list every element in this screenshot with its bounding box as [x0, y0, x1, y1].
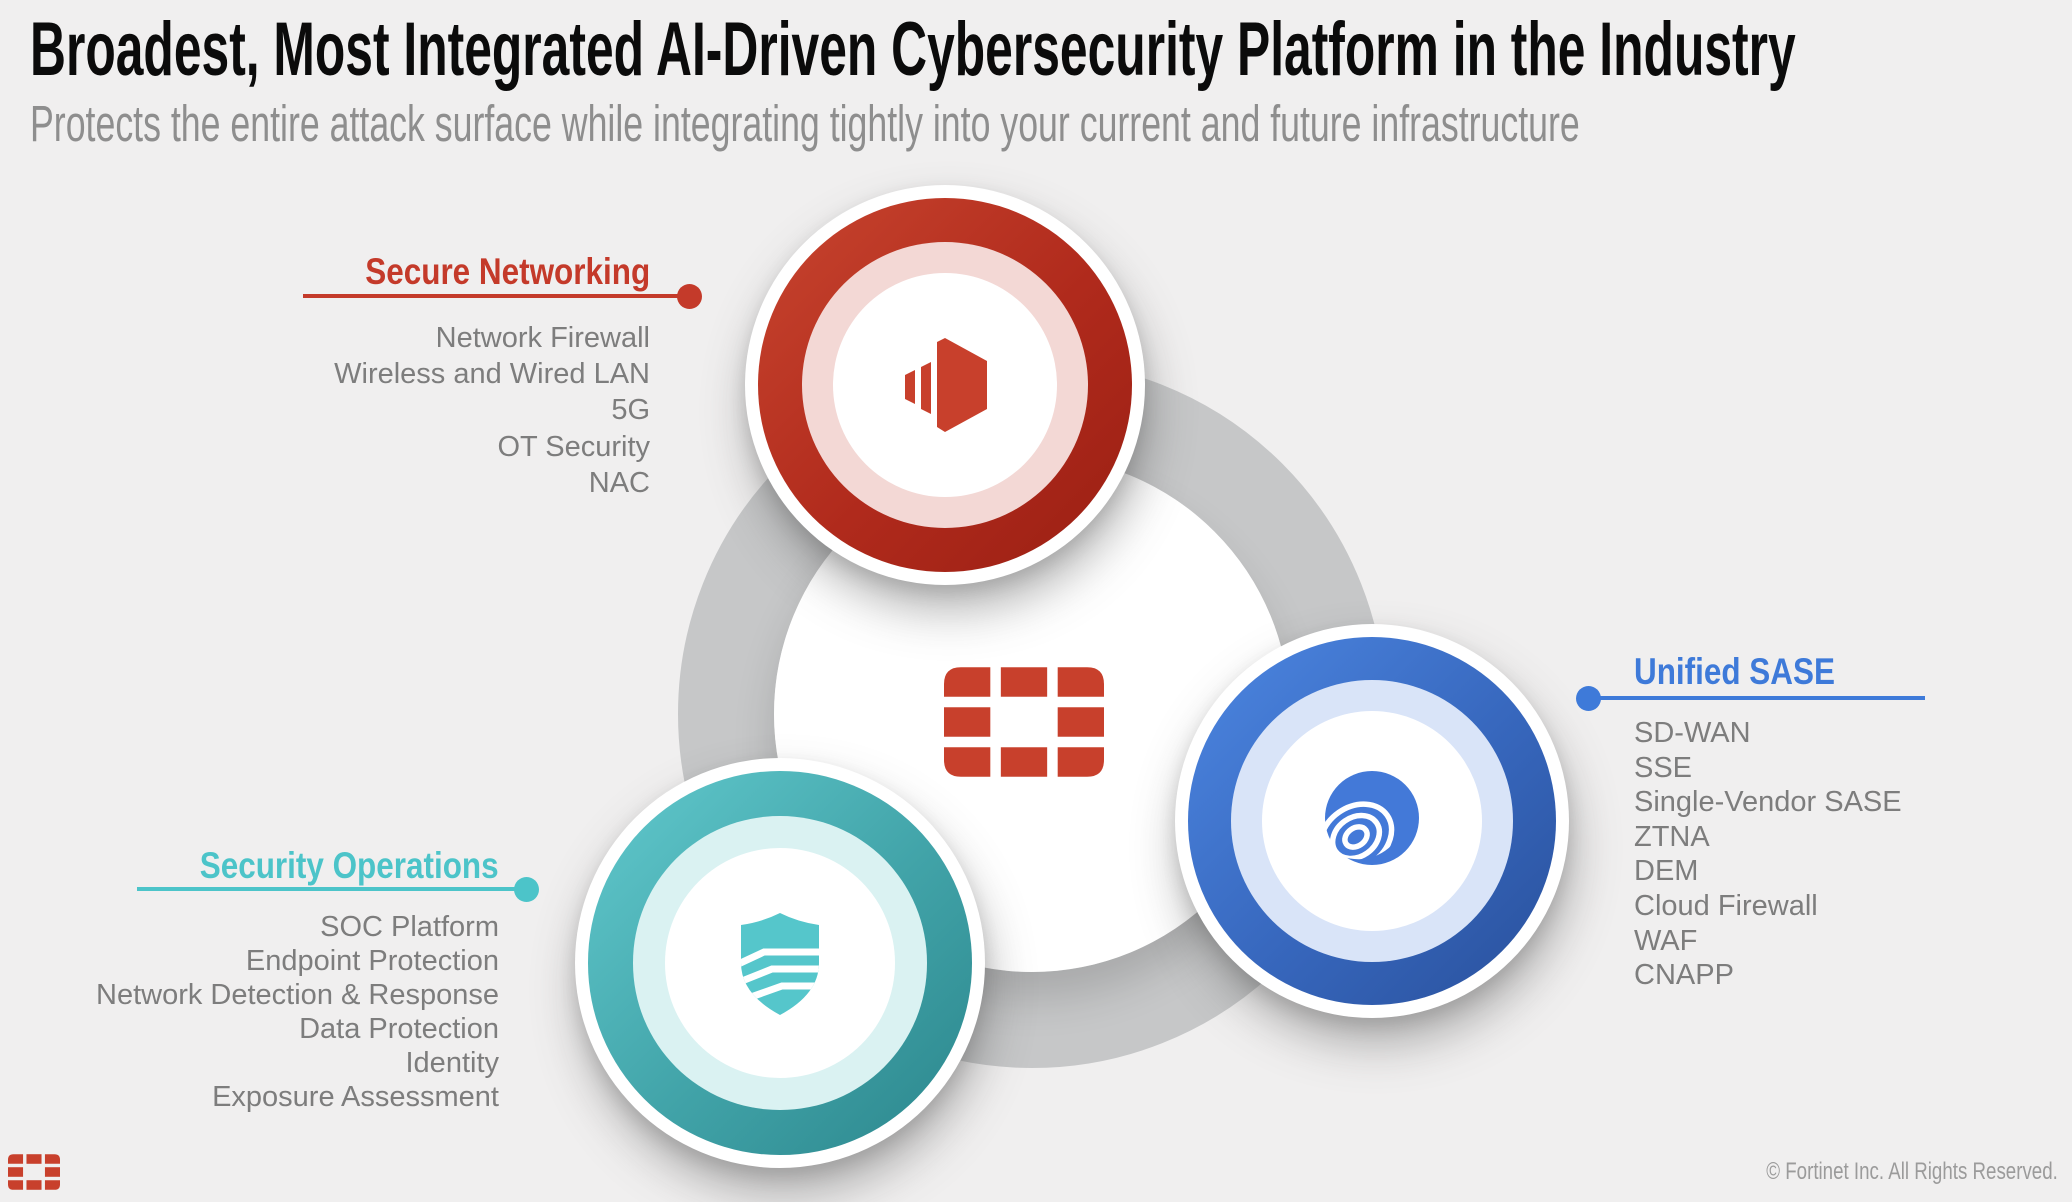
list-item: NAC: [588, 466, 650, 499]
list-item: SD-WAN: [1634, 717, 1751, 749]
list-item: CNAPP: [1634, 959, 1734, 992]
list-item: Wireless and Wired LAN: [334, 358, 650, 391]
shield-stripes-icon: [728, 905, 832, 1021]
secure-networking-items: Network Firewall Wireless and Wired LAN …: [334, 320, 650, 501]
list-item: Exposure Assessment: [212, 1081, 499, 1113]
security-operations-heading: Security Operations: [200, 845, 499, 886]
list-item: Cloud Firewall: [1634, 889, 1818, 922]
copyright-text: © Fortinet Inc. All Rights Reserved.: [1766, 1158, 2058, 1185]
list-item: SOC Platform: [320, 911, 499, 943]
list-item: Endpoint Protection: [245, 945, 499, 977]
secure-networking-underline: [303, 294, 682, 298]
list-item: OT Security: [497, 430, 650, 463]
security-operations-items: SOC Platform Endpoint Protection Network…: [96, 910, 499, 1114]
unified-sase-items: SD-WAN SSE Single-Vendor SASE ZTNA DEM C…: [1634, 716, 1902, 993]
unified-sase-underline: [1589, 696, 1925, 700]
list-item: Identity: [405, 1047, 500, 1079]
cube-signal-icon: [895, 330, 995, 440]
secure-networking-connector-dot: [677, 284, 702, 309]
list-item: WAF: [1634, 924, 1698, 957]
security-operations-underline: [137, 887, 515, 891]
secure-networking-heading: Secure Networking: [365, 251, 650, 292]
unified-sase-circle: [1175, 624, 1569, 1018]
list-item: Network Firewall: [435, 322, 650, 354]
page-subtitle: Protects the entire attack surface while…: [30, 95, 1580, 152]
list-item: DEM: [1634, 855, 1699, 888]
list-item: SSE: [1634, 751, 1693, 784]
unified-sase-heading: Unified SASE: [1634, 651, 1835, 692]
page-title: Broadest, Most Integrated AI-Driven Cybe…: [30, 7, 1796, 92]
list-item: ZTNA: [1634, 820, 1710, 853]
security-operations-circle: [575, 758, 985, 1168]
secure-networking-circle: [745, 185, 1145, 585]
list-item: Data Protection: [299, 1013, 499, 1045]
unified-sase-connector-dot: [1576, 686, 1601, 711]
fortinet-logo-small: [8, 1154, 60, 1190]
security-operations-connector-dot: [514, 877, 539, 902]
list-item: Network Detection & Response: [96, 979, 499, 1011]
list-item: 5G: [611, 394, 650, 427]
globe-waves-icon: [1316, 765, 1428, 877]
list-item: Single-Vendor SASE: [1634, 786, 1902, 819]
fortinet-logo: [944, 667, 1104, 777]
